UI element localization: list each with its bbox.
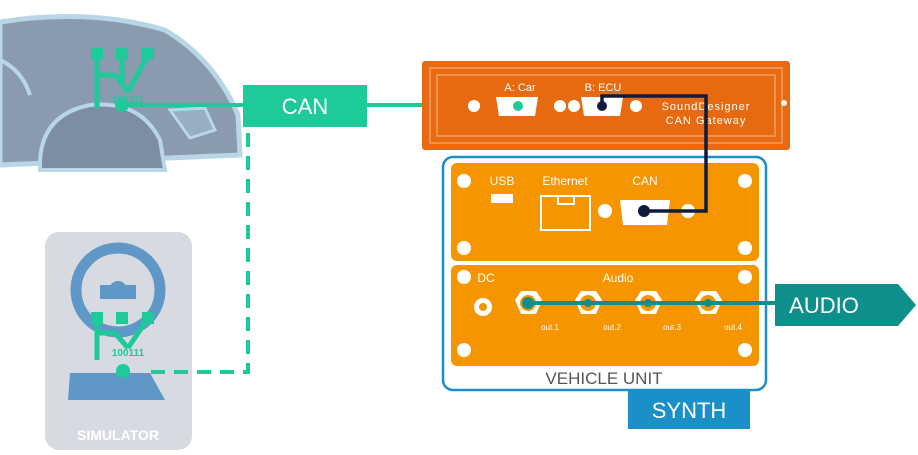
vehicle-unit-label: VEHICLE UNIT: [545, 369, 662, 388]
simulator-illustration: [45, 232, 192, 450]
audio-arrow: [775, 284, 916, 326]
can-node-car: [115, 98, 129, 112]
can-node-simulator: [116, 364, 130, 378]
port-a-plug: [513, 101, 523, 111]
can-label-box: [243, 85, 367, 127]
car-illustration: [0, 14, 243, 172]
car-logo-icon: [91, 48, 154, 108]
unit-can-label: CAN: [632, 174, 657, 188]
audio-line-node: [584, 299, 592, 307]
out-3-label: out.3: [663, 323, 681, 332]
unit-can-plug: [638, 205, 650, 217]
out-1-label: out.1: [541, 323, 559, 332]
simulator-logo-icon: [91, 312, 154, 360]
audio-plug: [522, 297, 534, 309]
audio-panel-label: Audio: [603, 271, 634, 285]
vehicle-unit-top-panel: [451, 163, 759, 261]
port-b-plug: [597, 101, 607, 111]
synth-label-box: [628, 390, 750, 429]
out-2-label: out.2: [603, 323, 621, 332]
synth-label: SYNTH: [652, 398, 727, 423]
usb-label: USB: [490, 174, 515, 188]
car-logo-text: 100111: [112, 95, 145, 106]
gateway-port-b-label: B: ECU: [585, 82, 622, 94]
can-dashed-line: [148, 110, 250, 374]
ecu-can-cable: [600, 94, 708, 213]
audio-line-node: [644, 299, 652, 307]
simulator-logo-text: 100111: [112, 348, 145, 359]
out-4-label: out.4: [724, 323, 742, 332]
simulator-label: SIMULATOR: [77, 427, 159, 443]
can-label: CAN: [282, 94, 328, 119]
gateway-port-a-label: A: Car: [504, 82, 536, 94]
vehicle-unit-bottom-panel: [451, 265, 759, 366]
audio-label: AUDIO: [789, 293, 859, 318]
dc-label: DC: [477, 271, 495, 285]
audio-line-node: [704, 299, 712, 307]
ethernet-label: Ethernet: [542, 174, 588, 188]
